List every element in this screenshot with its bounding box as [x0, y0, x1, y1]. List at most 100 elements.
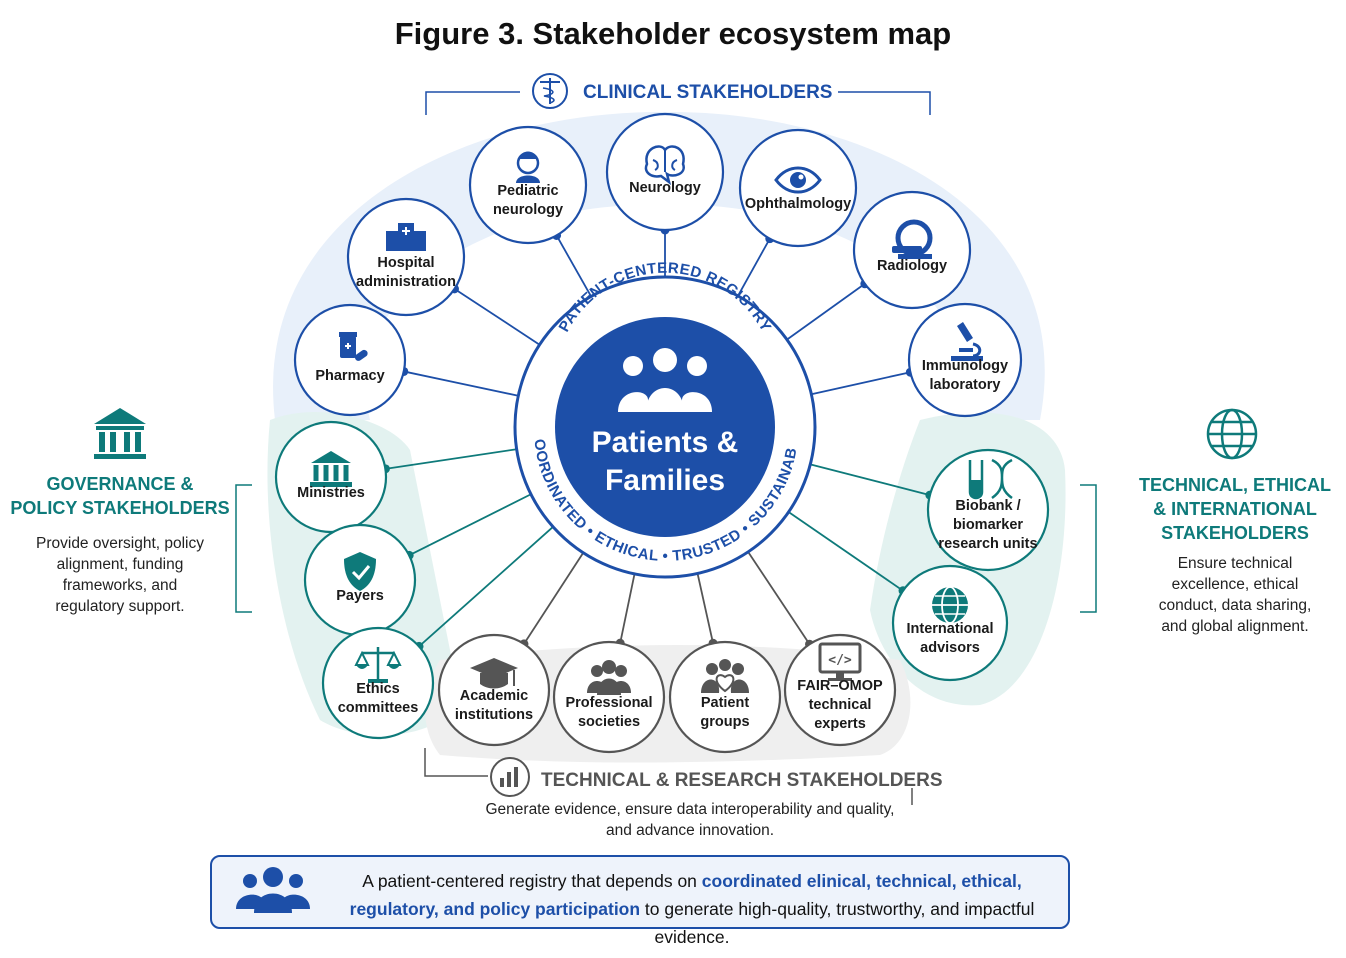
- connector-patient_groups: [696, 573, 714, 644]
- technical-desc-line: Ensure technical: [1177, 555, 1293, 572]
- governance-desc-line: Provide oversight, policy: [36, 535, 204, 552]
- technical-title-line2: & INTERNATIONAL: [1153, 499, 1317, 519]
- node-circle: [783, 633, 897, 747]
- test-tube-dna-icon: [968, 458, 1013, 500]
- center-label-line1: Patients &: [592, 426, 739, 459]
- bar-chart-icon: [490, 757, 530, 797]
- technical-desc-line: conduct, data sharing,: [1158, 597, 1312, 614]
- footer-highlight-1: coordinated elinical, technical, ethical…: [701, 871, 1022, 891]
- connector-ethics: [418, 526, 554, 648]
- node-hospital: Hospital administration: [346, 197, 466, 317]
- research-desc-line: and advance innovation.: [605, 822, 775, 839]
- governance-group-title: GOVERNANCE & POLICY STAKEHOLDERS: [10, 472, 230, 520]
- people-group-icon: [587, 660, 631, 695]
- node-label: Pharmacy: [315, 368, 384, 384]
- globe-icon: [932, 586, 968, 624]
- node-ministries: Ministries: [274, 420, 388, 534]
- connector-biobank: [810, 463, 931, 496]
- node-pharmacy: Pharmacy: [293, 303, 407, 417]
- connector-ophthalmology: [737, 238, 771, 297]
- node-label: advisors: [920, 640, 980, 656]
- child-icon: [516, 151, 540, 183]
- node-label: Hospital: [377, 255, 434, 271]
- connector-hospital: [453, 288, 541, 346]
- svg-text:</>: </>: [828, 653, 852, 668]
- node-label: biomarker: [953, 517, 1023, 533]
- node-circle: [668, 640, 782, 754]
- clinical-bracket-left: [425, 91, 520, 115]
- research-bracket-left: [424, 748, 488, 777]
- connector-academic: [523, 552, 584, 645]
- footer-text-2: to generate high-quality, trustworthy, a…: [640, 899, 1035, 947]
- globe-icon: [1206, 408, 1258, 460]
- node-label: technical: [809, 697, 872, 713]
- scales-icon: [354, 647, 402, 683]
- node-circle: [293, 303, 407, 417]
- node-label: laboratory: [930, 377, 1001, 393]
- mri-scanner-icon: [892, 219, 933, 259]
- connector-professional: [619, 573, 636, 644]
- node-label: Radiology: [877, 258, 947, 274]
- code-monitor-icon: </>: [818, 642, 862, 681]
- government-building-icon: [310, 451, 352, 487]
- governance-description: Provide oversight, policy alignment, fun…: [10, 533, 230, 617]
- node-label: Professional: [565, 695, 652, 711]
- node-label: administration: [356, 274, 456, 290]
- technical-title-line3: STAKEHOLDERS: [1161, 523, 1309, 543]
- node-ethics: Ethics committees: [321, 626, 435, 740]
- connector-immunology: [811, 371, 911, 396]
- footer-highlight-2: regulatory, and policy participation: [349, 899, 641, 919]
- node-label: Academic: [460, 688, 529, 704]
- node-circle: [274, 420, 388, 534]
- governance-title-line1: GOVERNANCE &: [46, 474, 194, 494]
- node-label: Ophthalmology: [745, 196, 851, 212]
- brain-icon: [644, 145, 685, 186]
- footer-statement: A patient-centered registry that depends…: [322, 867, 1062, 951]
- connector-fair: [747, 551, 811, 645]
- node-circle: [552, 640, 666, 754]
- research-description: Generate evidence, ensure data interoper…: [440, 799, 940, 841]
- footer-text-1: A patient-centered registry that depends…: [362, 871, 702, 891]
- node-label: committees: [338, 700, 419, 716]
- graduation-cap-icon: [470, 658, 518, 689]
- node-label: Payers: [336, 588, 384, 604]
- governance-desc-line: regulatory support.: [55, 598, 185, 615]
- node-circle: [346, 197, 466, 317]
- node-label: Immunology: [922, 358, 1008, 374]
- technical-group-title: TECHNICAL, ETHICAL & INTERNATIONAL STAKE…: [1125, 473, 1345, 545]
- clinical-bracket-right: [838, 91, 931, 115]
- eye-icon: [774, 166, 822, 194]
- connector-pharmacy: [403, 370, 519, 397]
- connector-international: [788, 511, 904, 592]
- research-desc-line: Generate evidence, ensure data interoper…: [485, 801, 895, 818]
- technical-title-line1: TECHNICAL, ETHICAL: [1139, 475, 1331, 495]
- connector-pediatric: [555, 235, 592, 297]
- family-icon: [618, 348, 712, 412]
- node-label: Ethics: [356, 681, 400, 697]
- shield-check-icon: [344, 552, 376, 591]
- node-label: International: [906, 621, 993, 637]
- technical-bracket: [1080, 484, 1097, 613]
- node-label: societies: [578, 714, 640, 730]
- node-label: FAIR–OMOP: [797, 678, 883, 694]
- node-label: neurology: [493, 202, 563, 218]
- technical-desc-line: excellence, ethical: [1171, 576, 1299, 593]
- technical-description: Ensure technical excellence, ethical con…: [1125, 553, 1345, 637]
- node-international: International advisors: [891, 564, 1009, 682]
- node-label: Patient: [701, 695, 750, 711]
- governance-desc-line: alignment, funding: [56, 556, 184, 573]
- research-group-title: TECHNICAL & RESEARCH STAKEHOLDERS: [541, 770, 943, 791]
- governance-bracket: [235, 484, 252, 613]
- node-immunology: Immunology laboratory: [907, 302, 1023, 418]
- technical-desc-line: and global alignment.: [1161, 618, 1309, 635]
- node-circle: [926, 448, 1050, 572]
- node-circle: [437, 633, 551, 747]
- node-ophthalmology: Ophthalmology: [738, 128, 858, 248]
- hospital-icon: [386, 223, 426, 251]
- governance-title-line2: POLICY STAKEHOLDERS: [10, 498, 230, 518]
- summary-footer: A patient-centered registry that depends…: [210, 855, 1070, 947]
